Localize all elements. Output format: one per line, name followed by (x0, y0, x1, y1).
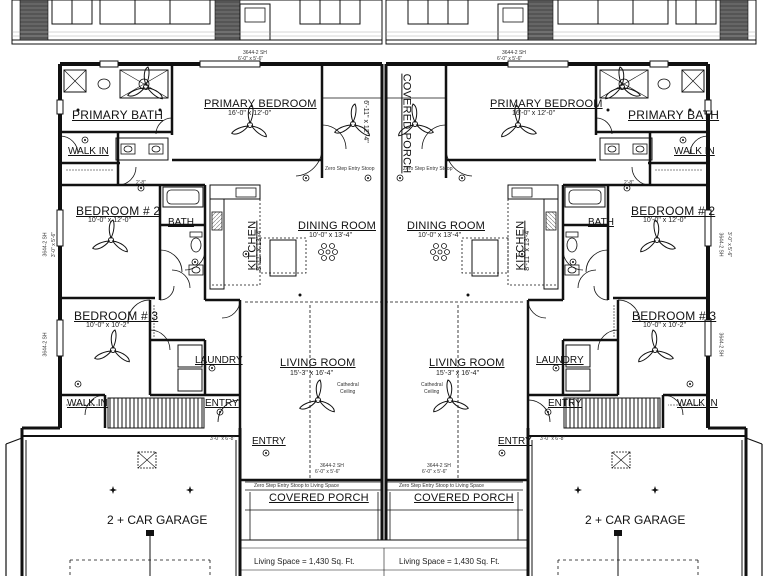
window-dim-side-right: 3'-0" x 5'-6" (726, 231, 733, 258)
room-primary-bedroom-right: PRIMARY BEDROOM (490, 98, 603, 110)
note-living-space-left: Living Space = 1,430 Sq. Ft. (254, 557, 355, 566)
window-tag-side-left: 3644-2 SH (42, 232, 49, 257)
dim-primary-bedroom-right: 16'-0" x 12'-0" (512, 110, 556, 117)
room-entry-front-left: ENTRY (252, 436, 286, 447)
note-ceiling-left: Ceiling (340, 389, 356, 395)
dim-kitchen-left: 8'-11" x 13'-4" (255, 228, 263, 271)
window-tag-side-right-2: 3644-2 SH (717, 332, 724, 357)
dim-kitchen-right: 8'-11" x 13'-4" (523, 228, 531, 271)
note-cathedral-right: Cathedral (421, 382, 443, 388)
window-tag-side-left-2: 3644-2 SH (42, 332, 49, 357)
window-tag-porch-right: 3644-2 SH (427, 463, 451, 469)
room-garage-left: 2 + CAR GARAGE (107, 513, 208, 527)
door-tag-right-1: 2'-8" (624, 180, 634, 186)
dim-dining-left: 10'-0" x 13'-4" (309, 232, 353, 239)
room-living-right: LIVING ROOM (429, 357, 505, 369)
room-walk-in-top-right: WALK IN (674, 146, 715, 157)
dim-bedroom-3-left: 10'-0" x 10'-2" (86, 322, 130, 329)
room-laundry-right: LAUNDRY (536, 355, 584, 366)
dim-living-left: 15'-3" x 16'-4" (290, 370, 334, 377)
room-walk-in-top-left: WALK IN (68, 146, 109, 157)
window-tag-side-right: 3644-2 SH (717, 232, 724, 257)
window-dim-side-left: 3'-0" x 5'-6" (51, 231, 58, 258)
window-tag-top-left: 3644-2 SH (243, 50, 267, 56)
window-tag-top-right: 3644-2 SH (502, 50, 526, 56)
room-laundry-left: LAUNDRY (195, 355, 243, 366)
room-living-left: LIVING ROOM (280, 357, 356, 369)
room-bath-left: BATH (168, 217, 194, 228)
room-garage-right: 2 + CAR GARAGE (585, 513, 686, 527)
room-covered-porch-front-right: COVERED PORCH (414, 492, 514, 504)
door-tag-right-2: 3'-0" x 6'-8" (540, 436, 566, 442)
dim-living-right: 15'-3" x 16'-4" (436, 370, 480, 377)
dim-bedroom-3-right: 10'-0" x 10'-2" (643, 322, 687, 329)
note-zero-step-porch-right: Zero Step Entry Stoop (403, 166, 453, 172)
note-cathedral-left: Cathedral (337, 382, 359, 388)
note-living-space-right: Living Space = 1,430 Sq. Ft. (399, 557, 500, 566)
room-entry-front-right: ENTRY (498, 436, 532, 447)
window-dim-porch-right: 6'-0" x 5'-6" (422, 469, 448, 475)
dim-bedroom-2-right: 10'-0" x 12'-0" (643, 217, 687, 224)
note-zero-step-right: Zero Step Entry Stoop to Living Space (399, 483, 485, 489)
window-dim-top-left: 6'-0" x 5'-6" (238, 56, 264, 62)
window-dim-top-right: 6'-0" x 5'-6" (497, 56, 523, 62)
dim-covered-porch-side: 6'-11" x 12'-4" (361, 100, 369, 143)
room-bedroom-3-left: BEDROOM # 3 (74, 309, 159, 323)
room-bath-right: BATH (588, 217, 614, 228)
room-bedroom-2-right: BEDROOM # 2 (631, 204, 716, 218)
room-primary-bath-left: PRIMARY BATH (72, 108, 164, 122)
dim-dining-right: 10'-0" x 13'-4" (418, 232, 462, 239)
dim-bedroom-2-left: 10'-0" x 12'-0" (88, 217, 132, 224)
room-entry-inner-right: ENTRY (548, 398, 582, 409)
dim-primary-bedroom-left: 16'-0" x 12'-0" (228, 110, 272, 117)
room-primary-bath-right: PRIMARY BATH (628, 108, 720, 122)
room-entry-inner-left: ENTRY (205, 398, 239, 409)
door-tag-left-2: 3'-0" x 6'-8" (210, 436, 236, 442)
room-dining-left: DINING ROOM (298, 220, 376, 232)
room-bedroom-3-right: BEDROOM # 3 (632, 309, 717, 323)
door-tag-left-1: 2'-8" (136, 180, 146, 186)
window-dim-porch-left: 6'-0" x 5'-6" (315, 469, 341, 475)
note-zero-step-left: Zero Step Entry Stoop to Living Space (254, 483, 340, 489)
room-covered-porch-side: COVERED PORCH (400, 73, 413, 174)
room-walk-in-bottom-right: WALK IN (677, 398, 718, 409)
room-covered-porch-front-left: COVERED PORCH (269, 492, 369, 504)
room-dining-right: DINING ROOM (407, 220, 485, 232)
room-walk-in-bottom-left: WALK IN (67, 398, 108, 409)
note-zero-step-porch-left: Zero Step Entry Stoop (325, 166, 375, 172)
window-tag-porch-left: 3644-2 SH (320, 463, 344, 469)
room-bedroom-2-left: BEDROOM # 2 (76, 204, 161, 218)
note-ceiling-right: Ceiling (424, 389, 440, 395)
room-primary-bedroom-left: PRIMARY BEDROOM (204, 98, 317, 110)
